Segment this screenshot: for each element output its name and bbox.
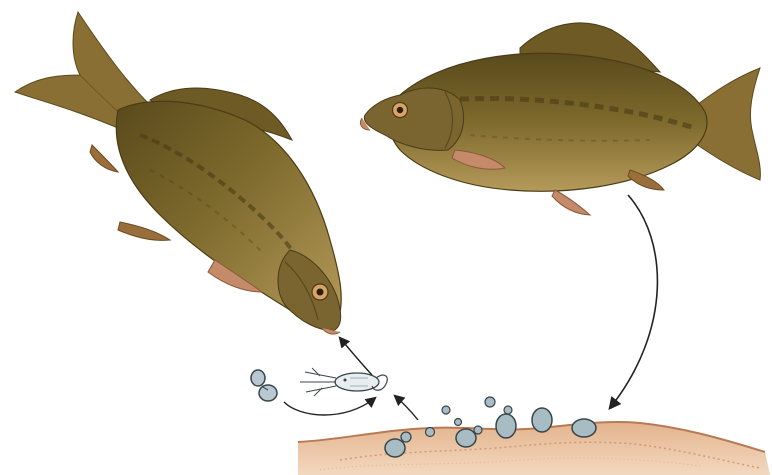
sediment-mound (298, 422, 770, 475)
carp-feeding-downward (15, 12, 341, 334)
larva (251, 370, 277, 401)
carp-swimming-left (360, 23, 760, 215)
copepod (300, 368, 387, 396)
